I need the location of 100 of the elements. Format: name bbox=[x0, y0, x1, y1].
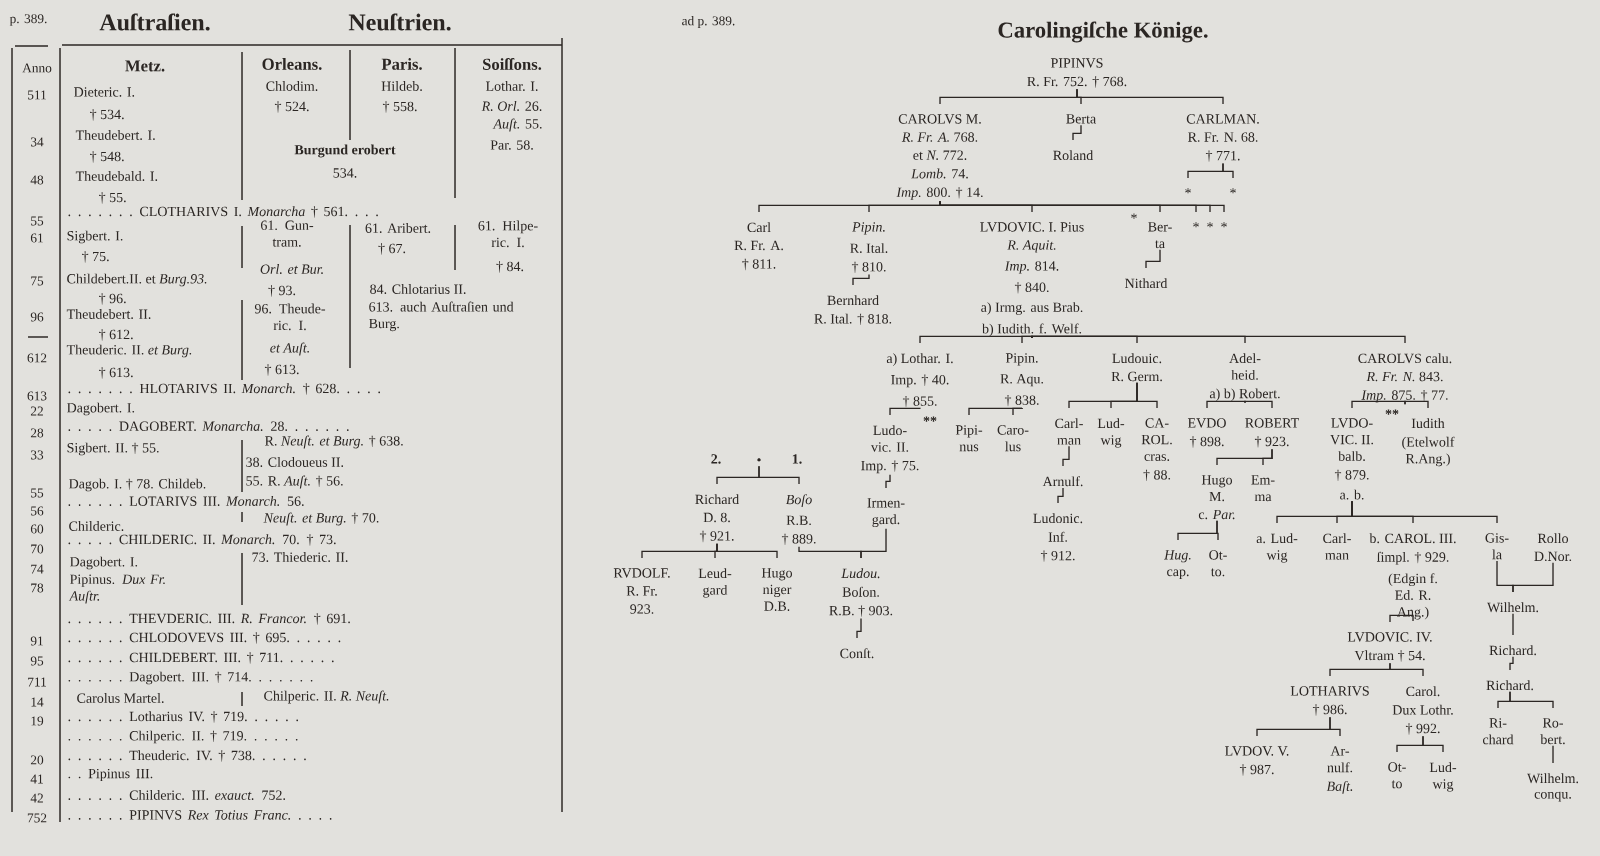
genealogy-entry: Ludo- vic. II. Imp. † 75. bbox=[861, 425, 919, 474]
genealogy-entry: Em- ma bbox=[1251, 475, 1275, 502]
table-entry: 73. Thiederic. II. bbox=[252, 552, 348, 562]
table-entry: 61. Aribert. bbox=[365, 223, 431, 233]
year-number: 14 bbox=[31, 697, 44, 707]
tree-line bbox=[856, 617, 862, 639]
genealogy-entry: Carl- man bbox=[1055, 418, 1083, 445]
year-number: 41 bbox=[30, 774, 43, 784]
genealogy-entry: Hugo M. c. Par. bbox=[1198, 475, 1235, 520]
year-number: 95 bbox=[30, 656, 44, 666]
table-entry: † 67. bbox=[378, 243, 406, 255]
year-number: 55 bbox=[31, 488, 44, 498]
genealogy-entry: Ot- to. bbox=[1209, 550, 1227, 577]
table-entry: 84. Chlotarius II. bbox=[370, 284, 466, 294]
tree-line bbox=[1552, 745, 1554, 764]
table-entry: † 84. bbox=[496, 261, 524, 273]
tree-line bbox=[758, 465, 800, 485]
tree-line bbox=[716, 543, 778, 559]
year-number: 60 bbox=[30, 524, 44, 534]
genealogy-entry: Hugo niger D.B. bbox=[761, 568, 792, 611]
table-entry: . . . . . . Chilperic. II. † 719. . . . . . bbox=[68, 730, 298, 744]
tree-line bbox=[1136, 382, 1158, 409]
table-entry: Dagob. I. † 78. Childeb. bbox=[69, 478, 206, 492]
tree-line bbox=[1509, 691, 1554, 709]
year-number: 78 bbox=[31, 583, 44, 593]
genealogy-entry: Ludou. Boſon. R.B. † 903. bbox=[829, 568, 893, 617]
year-number: Anno bbox=[22, 63, 52, 73]
genealogy-entry: Arnulf. bbox=[1042, 476, 1083, 487]
year-number: 33 bbox=[31, 450, 44, 460]
genealogy-entry: LVDOVIC. I. Pius R. Aquit. Imp. 814. † 840. a) Irmg. aus Brab. b) Iudith. f. Welf. bbox=[980, 222, 1084, 337]
table-entry: Childeric. bbox=[69, 521, 124, 531]
genealogy-entry: Boſo R.B. † 889. bbox=[781, 494, 816, 546]
genealogy-entry: a. Lud- wig bbox=[1256, 533, 1298, 563]
genealogy-entry: Richard. bbox=[1486, 680, 1533, 691]
table-entry: † 75. bbox=[82, 251, 109, 263]
genealogy-entry: Richard. bbox=[1489, 645, 1536, 656]
tree-line bbox=[852, 273, 870, 286]
tree-line bbox=[1072, 124, 1082, 141]
genealogy-entry: Rollo D.Nor. bbox=[1534, 533, 1572, 562]
genealogy-entry: Lud- wig bbox=[1429, 762, 1457, 792]
table-entry: . . . . . CHILDERIC. II. Monarch. 70. † 73. bbox=[68, 534, 336, 546]
marriage-number: ** bbox=[1385, 409, 1399, 415]
year-number: 22 bbox=[30, 406, 43, 416]
genealogy-entry: Leud- gard bbox=[698, 568, 732, 598]
asterisk-mark: * bbox=[1185, 188, 1191, 194]
asterisk-mark: * bbox=[1221, 222, 1227, 228]
year-number: 75 bbox=[31, 276, 44, 286]
table-entry: . . . . . . Lotharius IV. † 719. . . . . . bbox=[68, 711, 299, 723]
genealogy-entry: Pipin. R. Aqu. † 838. bbox=[1000, 353, 1044, 407]
genealogy-entry: PIPINVS R. Fr. 752. † 768. bbox=[1027, 58, 1127, 88]
year-number: 19 bbox=[31, 716, 44, 726]
table-entry: . . . . . . Childeric. III. exauct. 752. bbox=[68, 790, 286, 800]
genealogy-entry: CAROLVS M. R. Fr. A. 768. et N. 772. Lomb. 74. Imp. 800. † 14. bbox=[896, 114, 983, 200]
genealogy-entry: Irmen- gard. bbox=[867, 498, 905, 528]
tree-line bbox=[1062, 445, 1070, 467]
asterisk-mark: * bbox=[1207, 222, 1213, 228]
tree-line bbox=[1031, 335, 1406, 344]
year-number: 48 bbox=[30, 175, 44, 185]
genealogy-entry: Berta bbox=[1066, 114, 1096, 124]
table-entry: . . . . . . CHLODOVEVS III. † 695. . . . . . bbox=[68, 632, 341, 644]
table-entry: Theuderic. II. et Burg. bbox=[66, 344, 192, 358]
chart-title: Carolingiſche Könige. bbox=[998, 21, 1208, 43]
year-number: 20 bbox=[30, 755, 44, 765]
genealogy-entry: Ri- chard bbox=[1483, 718, 1514, 745]
genealogy-entry: Roland bbox=[1053, 150, 1094, 161]
year-number: 511 bbox=[28, 90, 46, 100]
tree-line bbox=[860, 528, 887, 559]
tree-line bbox=[1012, 407, 1023, 416]
genealogy-entry: Hug. cap. bbox=[1164, 550, 1191, 580]
column-heading: Metz. bbox=[125, 60, 165, 72]
table-entry: Pipinus. Dux Fr. Auſtr. bbox=[68, 574, 165, 604]
tree-line bbox=[1216, 520, 1219, 541]
table-entry: Lothar. I. bbox=[485, 81, 538, 91]
table-entry: † 534. bbox=[90, 109, 124, 121]
table-entry: Chilperic. II. R. Neuſt. bbox=[264, 690, 389, 704]
page-reference: p. 389. bbox=[9, 14, 47, 26]
table-entry: † 613. bbox=[264, 364, 299, 376]
table-entry: † 548. bbox=[90, 151, 124, 163]
genealogy-entry: Nithard bbox=[1125, 278, 1168, 289]
tree-line bbox=[1057, 487, 1064, 504]
tree-line bbox=[1244, 400, 1273, 409]
genealogy-entry: Ro- bert. bbox=[1540, 718, 1565, 745]
column-heading: Soiſſons. bbox=[483, 58, 542, 70]
table-entry: Theudebert. II. bbox=[66, 309, 151, 319]
tree-line bbox=[1389, 614, 1414, 623]
tree-line bbox=[1509, 656, 1514, 671]
table-entry: . . . . . . THEVDERIC. III. R. Francor. † 691. bbox=[68, 613, 350, 625]
table-entry: . . . . . . CHILDEBERT. III. † 711. . . . . . bbox=[68, 652, 334, 664]
tree-line bbox=[1351, 500, 1498, 524]
genealogy-entry: Caro- lus bbox=[997, 425, 1029, 452]
region-heading: Neuſtrien. bbox=[348, 13, 451, 31]
asterisk-mark: * bbox=[1193, 222, 1199, 228]
genealogy-entry: Richard D. 8. † 921. bbox=[695, 494, 739, 543]
table-entry: . . Pipinus III. bbox=[68, 768, 153, 782]
tree-line bbox=[1329, 716, 1341, 737]
genealogy-entry: CA- ROL. cras. † 88. bbox=[1141, 418, 1172, 481]
genealogy-entry: EVDO † 898. bbox=[1187, 418, 1226, 448]
tree-line bbox=[1512, 613, 1514, 636]
table-entry: Dagobert. I. bbox=[70, 556, 138, 570]
table-entry: 96. Theude- ric. I. bbox=[254, 303, 326, 331]
